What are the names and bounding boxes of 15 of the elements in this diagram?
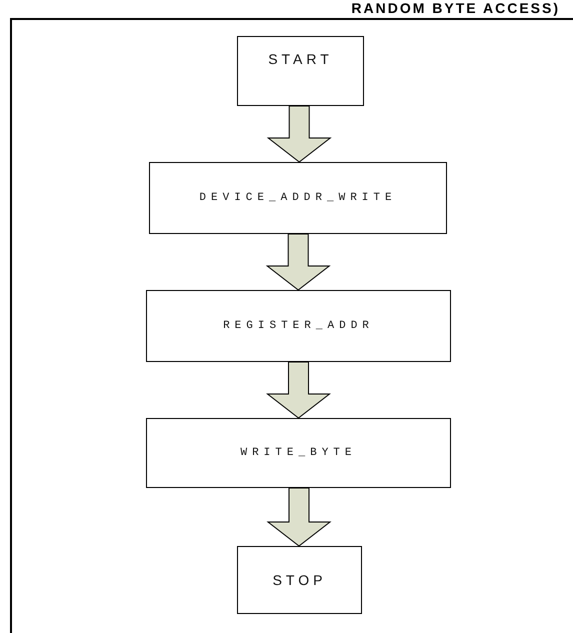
step-label: REGISTER_ADDR: [223, 320, 374, 332]
block-arrow: [266, 234, 331, 291]
process-box: [149, 162, 447, 234]
block-arrow: [266, 488, 332, 547]
process-box: [146, 418, 451, 488]
process-box: [146, 290, 451, 362]
step-label: START: [268, 51, 333, 67]
title: RANDOM BYTE ACCESS): [350, 0, 560, 16]
block-arrow: [266, 106, 332, 163]
step-label: STOP: [272, 572, 326, 588]
block-arrow: [266, 362, 331, 419]
process-box: [237, 36, 364, 106]
step-label: WRITE_BYTE: [240, 447, 356, 459]
process-box: [237, 546, 362, 614]
step-label: DEVICE_ADDR_WRITE: [199, 192, 397, 204]
